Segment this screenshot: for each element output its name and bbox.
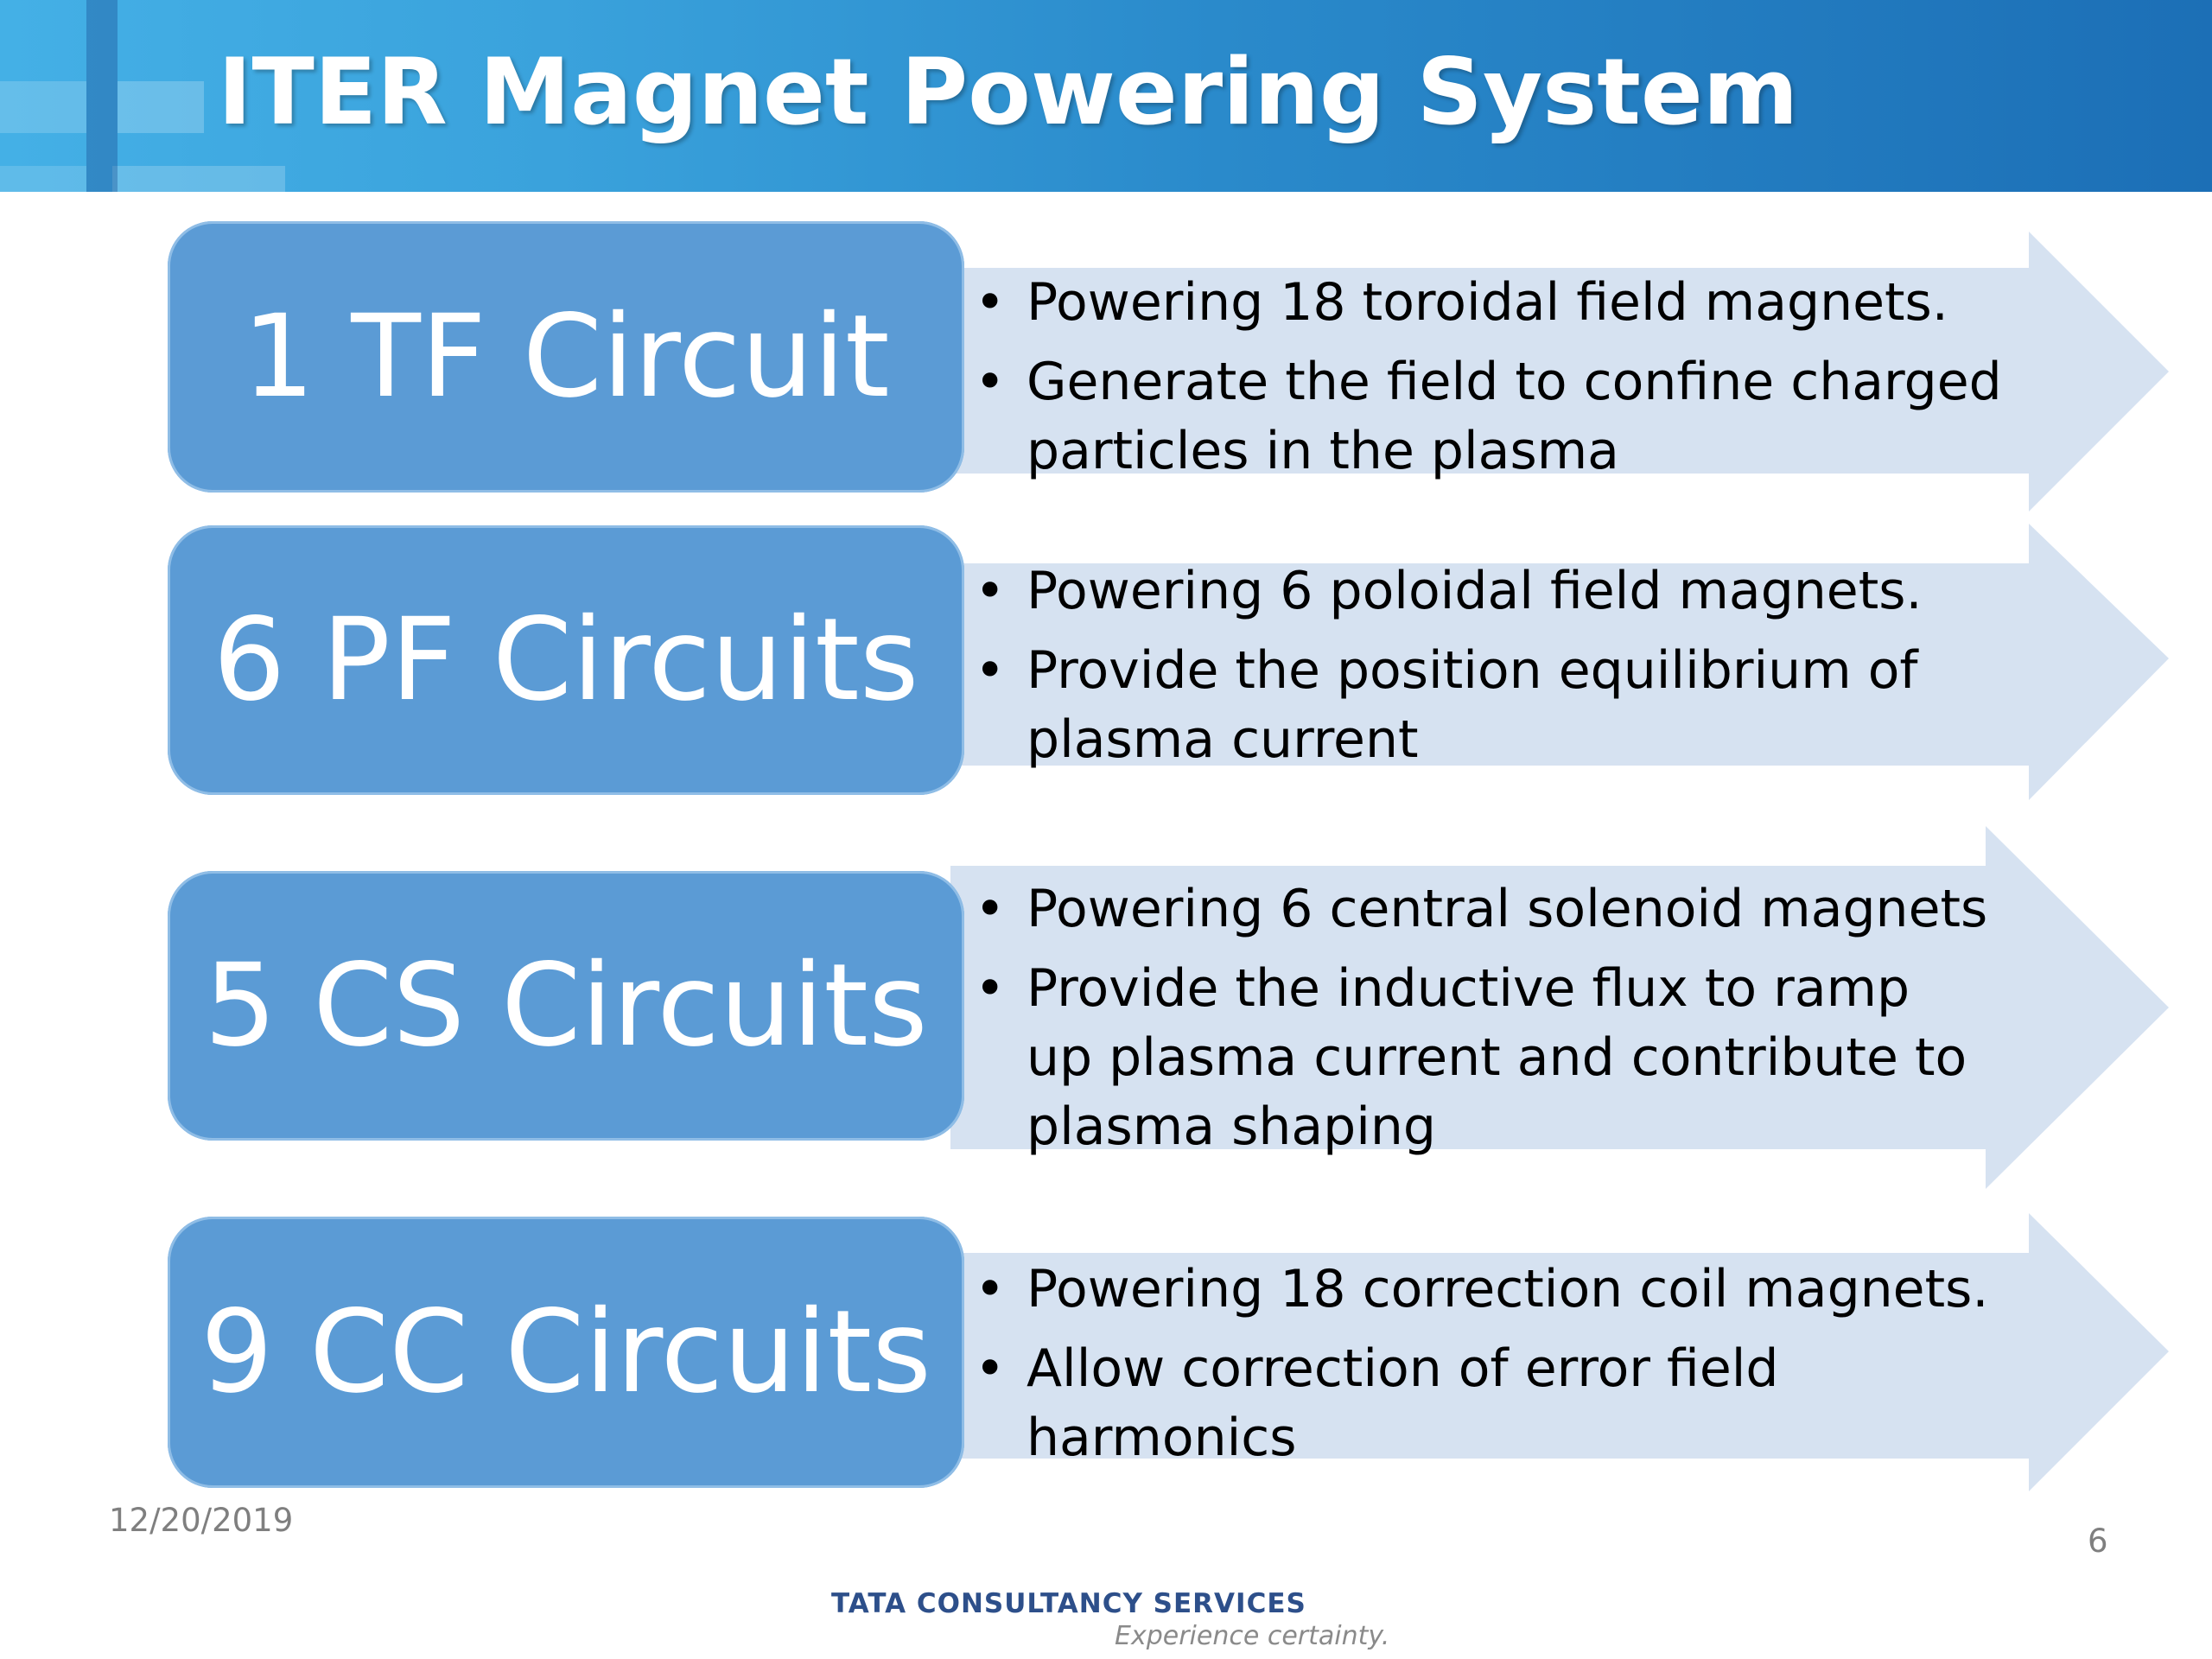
bullet-item: Provide the position equilibrium of plas… xyxy=(971,636,1974,774)
bullet-list: Powering 18 toroidal field magnets. Gene… xyxy=(971,268,2008,496)
circuit-label: 5 CS Circuits xyxy=(204,939,928,1072)
bullet-item: Powering 18 correction coil magnets. xyxy=(971,1255,2051,1324)
bullet-list: Powering 6 central solenoid magnets Prov… xyxy=(971,874,1991,1172)
slide-title: ITER Magnet Powering System xyxy=(218,39,1799,145)
circuit-box: 9 CC Circuits xyxy=(168,1217,964,1488)
header-decoration xyxy=(112,166,285,192)
header-decoration xyxy=(0,81,86,133)
bullet-item: Allow correction of error field harmonic… xyxy=(971,1334,2051,1472)
bullet-item: Powering 18 toroidal field magnets. xyxy=(971,268,2008,337)
bullet-list: Powering 6 poloidal field magnets. Provi… xyxy=(971,556,1974,785)
company-tagline: Experience certainty. xyxy=(1115,1621,1390,1651)
bullet-item: Powering 6 poloidal field magnets. xyxy=(971,556,1974,626)
circuit-row-pf: 6 PF Circuits Powering 6 poloidal field … xyxy=(0,524,2212,805)
bullet-item: Provide the inductive flux to ramp up pl… xyxy=(971,954,1991,1161)
circuit-row-tf: 1 TF Circuit Powering 18 toroidal field … xyxy=(0,221,2212,512)
header-decoration xyxy=(86,0,118,192)
bullet-item: Generate the field to confine charged pa… xyxy=(971,347,2008,486)
slide-header: ITER Magnet Powering System xyxy=(0,0,2212,192)
circuit-row-cs: 5 CS Circuits Powering 6 central solenoi… xyxy=(0,826,2212,1189)
circuit-box: 1 TF Circuit xyxy=(168,221,964,493)
circuit-label: 1 TF Circuit xyxy=(242,290,890,423)
circuit-label: 9 CC Circuits xyxy=(200,1286,931,1419)
slide-date: 12/20/2019 xyxy=(109,1502,294,1539)
circuit-box: 5 CS Circuits xyxy=(168,871,964,1141)
circuit-label: 6 PF Circuits xyxy=(213,594,919,727)
circuit-row-cc: 9 CC Circuits Powering 18 correction coi… xyxy=(0,1213,2212,1495)
bullet-list: Powering 18 correction coil magnets. All… xyxy=(971,1255,2051,1483)
header-decoration xyxy=(0,166,86,192)
circuit-box: 6 PF Circuits xyxy=(168,525,964,795)
header-decoration xyxy=(118,81,204,133)
page-number: 6 xyxy=(2088,1522,2108,1560)
bullet-item: Powering 6 central solenoid magnets xyxy=(971,874,1991,944)
company-logo: TATA CONSULTANCY SERVICES xyxy=(831,1588,1306,1619)
